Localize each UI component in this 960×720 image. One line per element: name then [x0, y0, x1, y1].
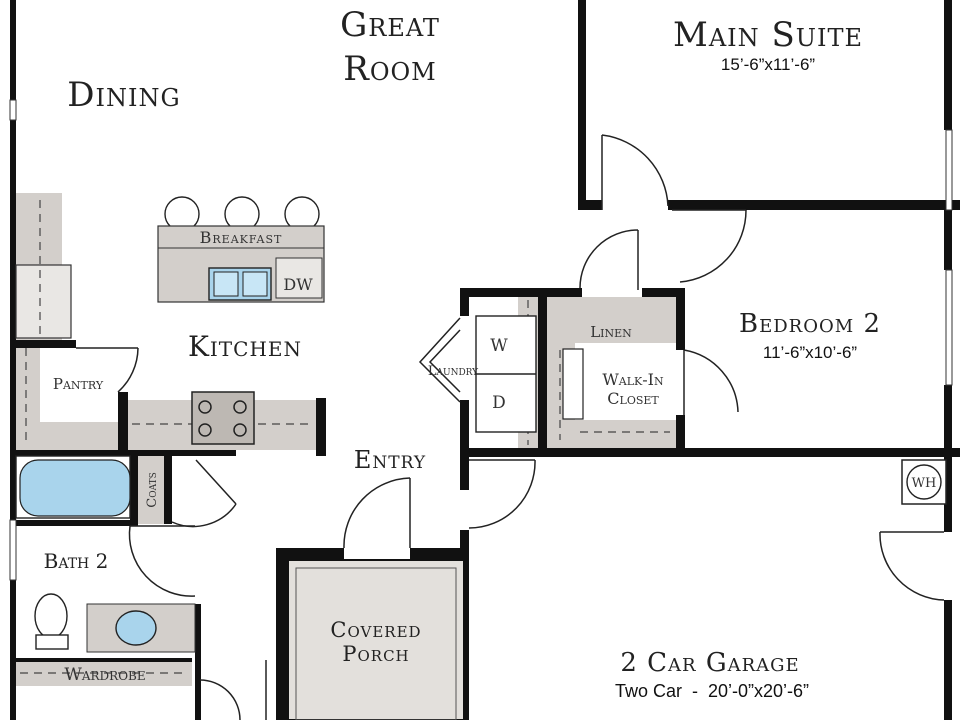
great-room-label-line2: Room [343, 49, 437, 89]
breakfast-island [157, 196, 325, 303]
laundry-shelving [475, 297, 676, 448]
water-heater-label: WH [912, 476, 937, 491]
linen-label: Linen [590, 323, 632, 341]
kitchen-cabinets [15, 193, 316, 450]
water-heater [901, 459, 947, 505]
dryer-label: D [492, 393, 506, 413]
great-room-label-line1: Great [340, 5, 440, 45]
walkin-closet-label-line1: Walk-In [602, 370, 664, 389]
garage-label: 2 Car Garage [620, 648, 799, 678]
bath-fixtures [15, 455, 196, 686]
entry-label: Entry [354, 446, 426, 474]
washer-label: W [490, 336, 508, 356]
bedroom2-label: Bedroom 2 [739, 309, 881, 339]
kitchen-label: Kitchen [188, 330, 302, 363]
dishwasher-label: DW [283, 275, 313, 294]
door-swings [76, 134, 945, 720]
breakfast-label: Breakfast [200, 228, 283, 247]
covered-porch-label-line1: Covered [330, 618, 421, 642]
walls [10, 0, 960, 720]
bedroom2-dims: 11’-6”x10’-6” [763, 343, 858, 362]
dining-label: Dining [67, 75, 180, 115]
walkin-closet-label-line2: Closet [607, 389, 659, 408]
covered-porch-label-line2: Porch [342, 642, 409, 666]
main-suite-dims: 15’-6”x11’-6” [721, 55, 816, 74]
garage-dims: Two Car - 20’-0”x20’-6” [615, 681, 809, 701]
windows [9, 99, 953, 581]
main-suite-label: Main Suite [673, 15, 863, 55]
pantry-label: Pantry [53, 375, 104, 393]
laundry-label: Laundry [428, 364, 479, 379]
wardrobe-label: Wardrobe [64, 665, 145, 685]
bath2-label: Bath 2 [44, 549, 109, 573]
coats-label: Coats [145, 472, 160, 508]
covered-porch-area [287, 559, 465, 720]
